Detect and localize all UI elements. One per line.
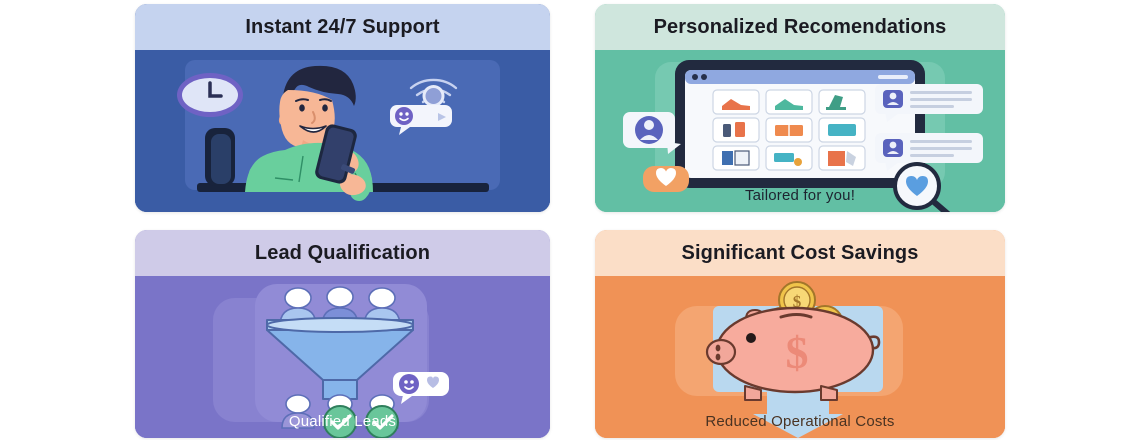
card-caption-cost-savings: Reduced Operational Costs xyxy=(705,413,895,430)
card-title: Lead Qualification xyxy=(254,241,431,264)
lead-avatar-bottom-checked-1 xyxy=(323,394,357,438)
lead-avatar-top-3 xyxy=(363,287,401,327)
card-title: Instant 24/7 Support xyxy=(245,15,440,38)
card-title: Significant Cost Savings xyxy=(681,241,919,264)
product-grid xyxy=(712,89,866,171)
card-header-cost-savings: Significant Cost Savings xyxy=(595,230,1005,276)
card-title: Personalized Recomendations xyxy=(653,15,947,38)
illustration-lead-funnel xyxy=(135,276,550,438)
user-profile-bubble xyxy=(623,112,681,154)
person-avatar xyxy=(245,65,373,201)
card-header-instant-support: Instant 24/7 Support xyxy=(135,4,550,50)
card-body-lead-qualification: Qualified Leads xyxy=(135,276,550,438)
chat-bubble-smiley xyxy=(393,372,449,404)
user-card-2 xyxy=(875,133,983,171)
card-caption-lead-qualification: Qualified Leads xyxy=(288,413,397,430)
check-badge-1 xyxy=(323,405,357,438)
svg-text:$: $ xyxy=(793,292,802,311)
card-personalized-recommendations[interactable]: Personalized Recomendations xyxy=(595,4,1005,212)
card-body-personalized-recommendations: Tailored for you! xyxy=(595,50,1005,212)
magnifier-heart-icon xyxy=(893,162,951,212)
check-badge-2 xyxy=(365,405,399,438)
clock-icon xyxy=(177,73,243,117)
lead-avatar-bottom-unqualified xyxy=(281,394,315,429)
funnel-icon xyxy=(266,317,414,400)
svg-text:$: $ xyxy=(786,327,809,378)
piggy-bank-icon: $ xyxy=(705,306,881,401)
card-caption-personalized-recommendations: Tailored for you! xyxy=(744,187,856,204)
down-arrow-icon xyxy=(753,392,843,438)
card-header-lead-qualification: Lead Qualification xyxy=(135,230,550,276)
illustration-tablet-recommendations xyxy=(595,50,1005,212)
user-card-1 xyxy=(875,84,983,122)
card-cost-savings[interactable]: Significant Cost Savings xyxy=(595,230,1005,438)
card-body-instant-support xyxy=(135,50,550,212)
card-body-cost-savings: $ $ $ xyxy=(595,276,1005,438)
illustration-piggy-bank-savings: $ $ $ xyxy=(595,276,1005,438)
card-header-personalized-recommendations: Personalized Recomendations xyxy=(595,4,1005,50)
chat-bubble-smiley xyxy=(390,105,452,135)
card-instant-support[interactable]: Instant 24/7 Support xyxy=(135,4,550,212)
lead-avatar-bottom-checked-2 xyxy=(365,394,399,438)
card-lead-qualification[interactable]: Lead Qualification xyxy=(135,230,550,438)
illustration-person-with-phone xyxy=(135,50,550,212)
heart-badge xyxy=(643,166,689,192)
